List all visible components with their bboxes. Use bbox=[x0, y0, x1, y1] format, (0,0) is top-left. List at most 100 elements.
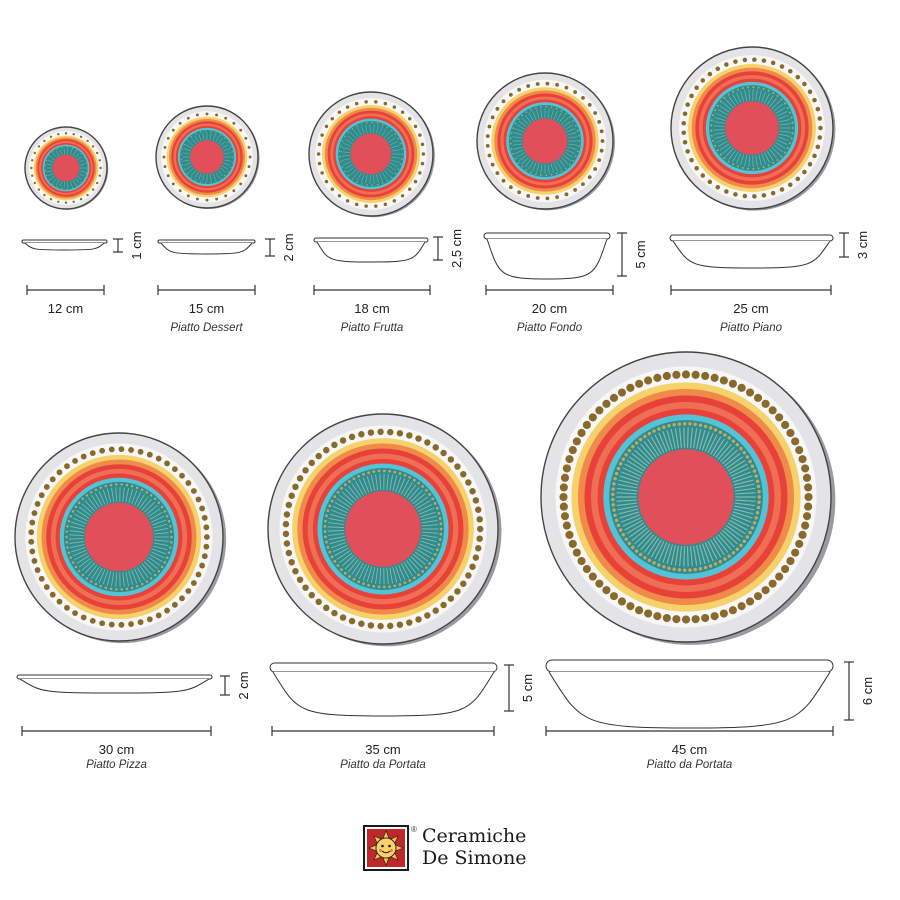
plate-inner-dot bbox=[71, 147, 73, 149]
plate-ray bbox=[136, 493, 145, 507]
plate-side-view bbox=[157, 239, 256, 255]
plate-inner-dot bbox=[135, 486, 139, 489]
plate-profile-rim bbox=[313, 237, 429, 243]
plate-inner-dot bbox=[210, 181, 212, 184]
plate-inner-dot bbox=[790, 116, 793, 119]
plate-dot bbox=[728, 379, 737, 388]
plate-dot bbox=[205, 112, 209, 116]
plate-inner-dot bbox=[170, 535, 173, 539]
plate-inner-dot bbox=[578, 140, 581, 142]
plate-inner-dot bbox=[169, 525, 172, 528]
plate-ray bbox=[421, 534, 438, 538]
plate-dot bbox=[330, 187, 335, 192]
plate-ray bbox=[398, 564, 406, 580]
plate-inner-dot bbox=[339, 155, 341, 158]
plate-ray bbox=[713, 132, 725, 135]
plate-profile-body bbox=[19, 678, 210, 694]
plate-inner-dot bbox=[69, 556, 72, 559]
plate-dot bbox=[588, 572, 597, 581]
plate-ray bbox=[343, 161, 352, 165]
plate-dot bbox=[545, 81, 550, 86]
plate-inner-dot bbox=[643, 555, 647, 560]
plate-inner-dot bbox=[347, 174, 350, 177]
plate-inner-dot bbox=[739, 446, 743, 451]
plate-dot bbox=[707, 71, 713, 77]
plate-dot bbox=[205, 198, 209, 202]
plate-ray bbox=[654, 540, 665, 560]
plate-ray bbox=[744, 154, 748, 167]
plate-ray bbox=[658, 432, 668, 452]
plate-dot bbox=[323, 446, 330, 454]
registered-mark: ® bbox=[411, 825, 417, 834]
plate-dot bbox=[710, 373, 719, 382]
plate-ray bbox=[336, 498, 351, 508]
plate-inner-dot bbox=[732, 90, 735, 93]
plate-inner-dot bbox=[381, 124, 384, 126]
plate-ray bbox=[75, 153, 80, 158]
plate-inner-dot bbox=[199, 131, 202, 133]
plate-ray bbox=[412, 553, 426, 565]
plate-dot bbox=[420, 161, 425, 166]
plate-profile-body bbox=[272, 671, 495, 717]
plate-inner-dot bbox=[231, 161, 233, 163]
plate-ray bbox=[725, 148, 734, 157]
plate-inner-dot bbox=[377, 469, 381, 473]
plate-ray bbox=[344, 164, 353, 169]
plate-dot bbox=[99, 620, 106, 627]
plate-profile-body bbox=[672, 240, 831, 269]
plate-inner-dot bbox=[614, 518, 619, 523]
plate-dot bbox=[761, 58, 767, 63]
plate-inner-dot bbox=[190, 136, 192, 138]
height-label: 5 cm bbox=[520, 674, 535, 702]
plate-ray bbox=[106, 488, 112, 503]
plate-dot bbox=[315, 452, 322, 460]
plate-ray bbox=[408, 558, 420, 571]
plate-inner-dot bbox=[698, 423, 703, 427]
plate-dot bbox=[337, 110, 342, 114]
plate-ray bbox=[389, 567, 394, 584]
plate-ray bbox=[150, 551, 165, 559]
plate-inner-dot bbox=[550, 106, 553, 109]
plate-inner-dot bbox=[517, 162, 520, 164]
plate-dot bbox=[302, 467, 309, 474]
plate-inner-dot bbox=[149, 577, 153, 580]
plate-ray bbox=[361, 125, 365, 135]
plate-ray bbox=[84, 562, 96, 574]
plate-dot bbox=[108, 446, 115, 453]
plate-dot bbox=[128, 447, 134, 453]
plate-inner-dot bbox=[555, 107, 558, 110]
plate-dot bbox=[179, 595, 185, 602]
plate-dot bbox=[600, 139, 605, 143]
plate-dot bbox=[64, 201, 68, 204]
plate-ray bbox=[764, 152, 770, 163]
plate-dot bbox=[559, 492, 568, 502]
plate-ray bbox=[637, 531, 653, 548]
plate-ray bbox=[410, 490, 423, 502]
plate-inner-dot bbox=[752, 469, 757, 473]
plate-inner-dot bbox=[437, 543, 441, 547]
plate-ray bbox=[410, 556, 423, 568]
plate-dot bbox=[171, 128, 175, 132]
plate-ray bbox=[634, 529, 650, 545]
plate-inner-dot bbox=[376, 122, 379, 125]
plate-ray bbox=[347, 135, 355, 142]
plate-ray bbox=[670, 545, 677, 566]
plate-dot bbox=[56, 598, 63, 605]
plate-dot bbox=[29, 519, 36, 526]
plate-ray bbox=[748, 155, 751, 167]
plate-ray bbox=[513, 132, 523, 136]
plate-dot bbox=[672, 370, 681, 379]
plate-dot bbox=[572, 548, 581, 557]
plate-ray bbox=[564, 152, 574, 158]
plate-ray bbox=[713, 121, 725, 124]
plate-inner-dot bbox=[576, 129, 579, 132]
plate-dot bbox=[781, 420, 790, 430]
plate-dot bbox=[317, 161, 322, 166]
plate-ray bbox=[532, 162, 537, 172]
plate-dot bbox=[201, 514, 208, 521]
plate-name: Piatto Frutta bbox=[341, 322, 404, 334]
plate-inner-dot bbox=[412, 478, 416, 482]
plate-inner-dot bbox=[638, 552, 643, 557]
